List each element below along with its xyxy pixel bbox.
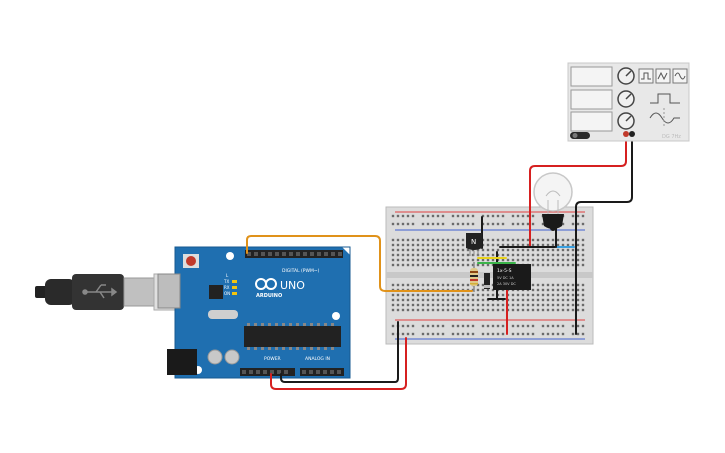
- power-header: [240, 368, 295, 376]
- tx-label: TX: [223, 279, 229, 284]
- arduino-infinity-icon: [255, 278, 277, 290]
- triangle-wave-icon: [657, 71, 668, 81]
- l-label: L: [226, 273, 229, 278]
- power-label: POWER: [264, 356, 281, 362]
- sine-wave-icon: [674, 72, 686, 80]
- npn-transistor[interactable]: N: [466, 233, 482, 256]
- digital-header: [245, 250, 343, 258]
- rx-label: RX: [224, 285, 230, 290]
- usb-icon: [82, 284, 118, 299]
- crystal: [208, 310, 238, 319]
- atmega-chip: [244, 323, 341, 350]
- digital-label: DIGITAL (PWM~): [282, 268, 320, 274]
- relay-label-1: 1x-5-S: [497, 268, 512, 274]
- sine-wave-button[interactable]: [672, 68, 688, 84]
- diode[interactable]: [484, 273, 490, 289]
- on-label: ON: [224, 291, 230, 296]
- triangle-wave-button[interactable]: [655, 68, 671, 84]
- analog-header: [300, 368, 344, 376]
- wire-black-generator[interactable]: [575, 133, 633, 335]
- positive-terminal[interactable]: [623, 131, 629, 137]
- negative-terminal[interactable]: [629, 131, 635, 137]
- square-indicator-icon: [650, 93, 680, 104]
- wire-red-generator[interactable]: [529, 133, 627, 247]
- wire-orange-signal[interactable]: [246, 235, 473, 292]
- power-toggle[interactable]: [570, 132, 590, 139]
- generator-display-3: [570, 111, 613, 132]
- transistor-label: N: [471, 238, 476, 246]
- rx-led: [232, 286, 237, 289]
- square-wave-button[interactable]: [638, 68, 654, 84]
- offset-knob[interactable]: [617, 112, 635, 130]
- on-led: [232, 292, 237, 295]
- frequency-knob[interactable]: [617, 67, 635, 85]
- relay-label-3: 2A 30V DC: [497, 282, 516, 286]
- arduino-uno-board[interactable]: DIGITAL (PWM~) L TX RX ON ARDUINO UNO: [157, 246, 351, 379]
- capacitor-1: [207, 349, 223, 365]
- analog-label: ANALOG IN: [305, 356, 330, 362]
- arduino-model: UNO: [280, 279, 305, 292]
- wire-red-5v[interactable]: [270, 337, 407, 390]
- capacitor-2: [224, 349, 240, 365]
- tx-led: [232, 280, 237, 283]
- arduino-brand: ARDUINO: [256, 293, 282, 299]
- sine-indicator-icon: [649, 112, 680, 124]
- generator-model: DG 7Hz: [662, 134, 681, 140]
- usb-chip: [209, 285, 223, 299]
- generator-display-2: [570, 89, 613, 110]
- light-bulb[interactable]: [533, 172, 573, 231]
- wires: [246, 133, 633, 390]
- square-wave-icon: [641, 72, 651, 80]
- amplitude-knob[interactable]: [617, 90, 635, 108]
- resistor[interactable]: [470, 262, 478, 292]
- relay[interactable]: 1x-5-S 5V DC 1A 2A 30V DC: [493, 264, 531, 290]
- function-generator[interactable]: DG 7Hz: [567, 62, 690, 142]
- generator-display-1: [570, 66, 613, 87]
- reset-button[interactable]: [183, 254, 199, 268]
- relay-label-2: 5V DC 1A: [497, 276, 514, 280]
- wire-black-gnd[interactable]: [280, 321, 399, 383]
